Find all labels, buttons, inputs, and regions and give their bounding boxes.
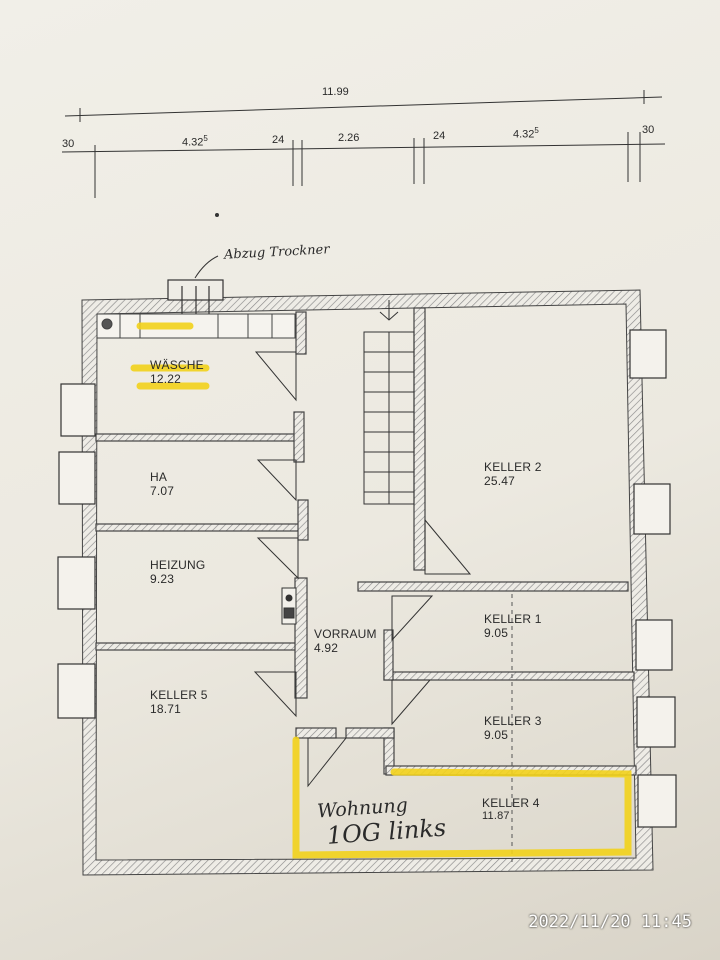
room-name: KELLER 5 xyxy=(150,688,208,702)
room-waesche: WÄSCHE 12.22 xyxy=(150,358,204,386)
room-area: 9.05 xyxy=(484,728,509,742)
room-area: 9.23 xyxy=(150,572,175,586)
room-name: KELLER 1 xyxy=(484,612,542,626)
room-ha: HA 7.07 xyxy=(150,470,174,498)
photo-timestamp: 2022/11/20 11:45 xyxy=(528,912,692,932)
room-area: 25.47 xyxy=(484,474,516,488)
dim-segment-2: 4.325 xyxy=(182,134,208,149)
highlight-marks xyxy=(130,322,632,859)
room-keller5: KELLER 5 18.71 xyxy=(150,688,208,716)
room-name: HA xyxy=(150,470,168,484)
room-area: 7.07 xyxy=(150,484,175,498)
dim-segment-4: 2.26 xyxy=(338,132,360,144)
room-area: 12.22 xyxy=(150,372,182,386)
room-heizung: HEIZUNG 9.23 xyxy=(150,558,205,586)
staircase xyxy=(363,300,415,505)
dim-total: 11.99 xyxy=(322,86,349,98)
handwritten-note: Wohnung 1OG links xyxy=(316,792,447,851)
room-keller3: KELLER 3 9.05 xyxy=(484,714,542,742)
dim-segment-5: 24 xyxy=(433,130,446,142)
inner-walls xyxy=(95,307,637,776)
dim-segment-3: 24 xyxy=(272,134,285,146)
windows-left xyxy=(57,383,96,719)
room-area: 18.71 xyxy=(150,702,182,716)
room-area: 9.05 xyxy=(484,626,509,640)
room-keller1: KELLER 1 9.05 xyxy=(484,612,542,640)
room-name: KELLER 3 xyxy=(484,714,542,728)
door-swings xyxy=(253,351,472,788)
laundry-shelf xyxy=(96,313,296,339)
meter-boxes xyxy=(281,587,297,625)
room-keller2: KELLER 2 25.47 xyxy=(484,460,542,488)
dim-segment-6: 4.325 xyxy=(513,126,539,141)
room-name: KELLER 2 xyxy=(484,460,542,474)
exhaust-stack xyxy=(167,279,224,335)
room-name: VORRAUM xyxy=(314,627,377,641)
room-name: HEIZUNG xyxy=(150,558,206,572)
room-area: 11.87 xyxy=(482,810,510,822)
dimension-lines xyxy=(61,90,666,198)
room-vorraum: VORRAUM 4.92 xyxy=(314,627,377,655)
room-keller4: KELLER 4 11.87 xyxy=(482,796,540,822)
dim-segment-1: 30 xyxy=(62,138,75,150)
room-area: 4.92 xyxy=(314,641,339,655)
room-name: WÄSCHE xyxy=(150,358,204,372)
room-name: KELLER 4 xyxy=(482,796,540,810)
dim-segment-7: 30 xyxy=(642,124,655,136)
windows-right xyxy=(629,329,677,828)
